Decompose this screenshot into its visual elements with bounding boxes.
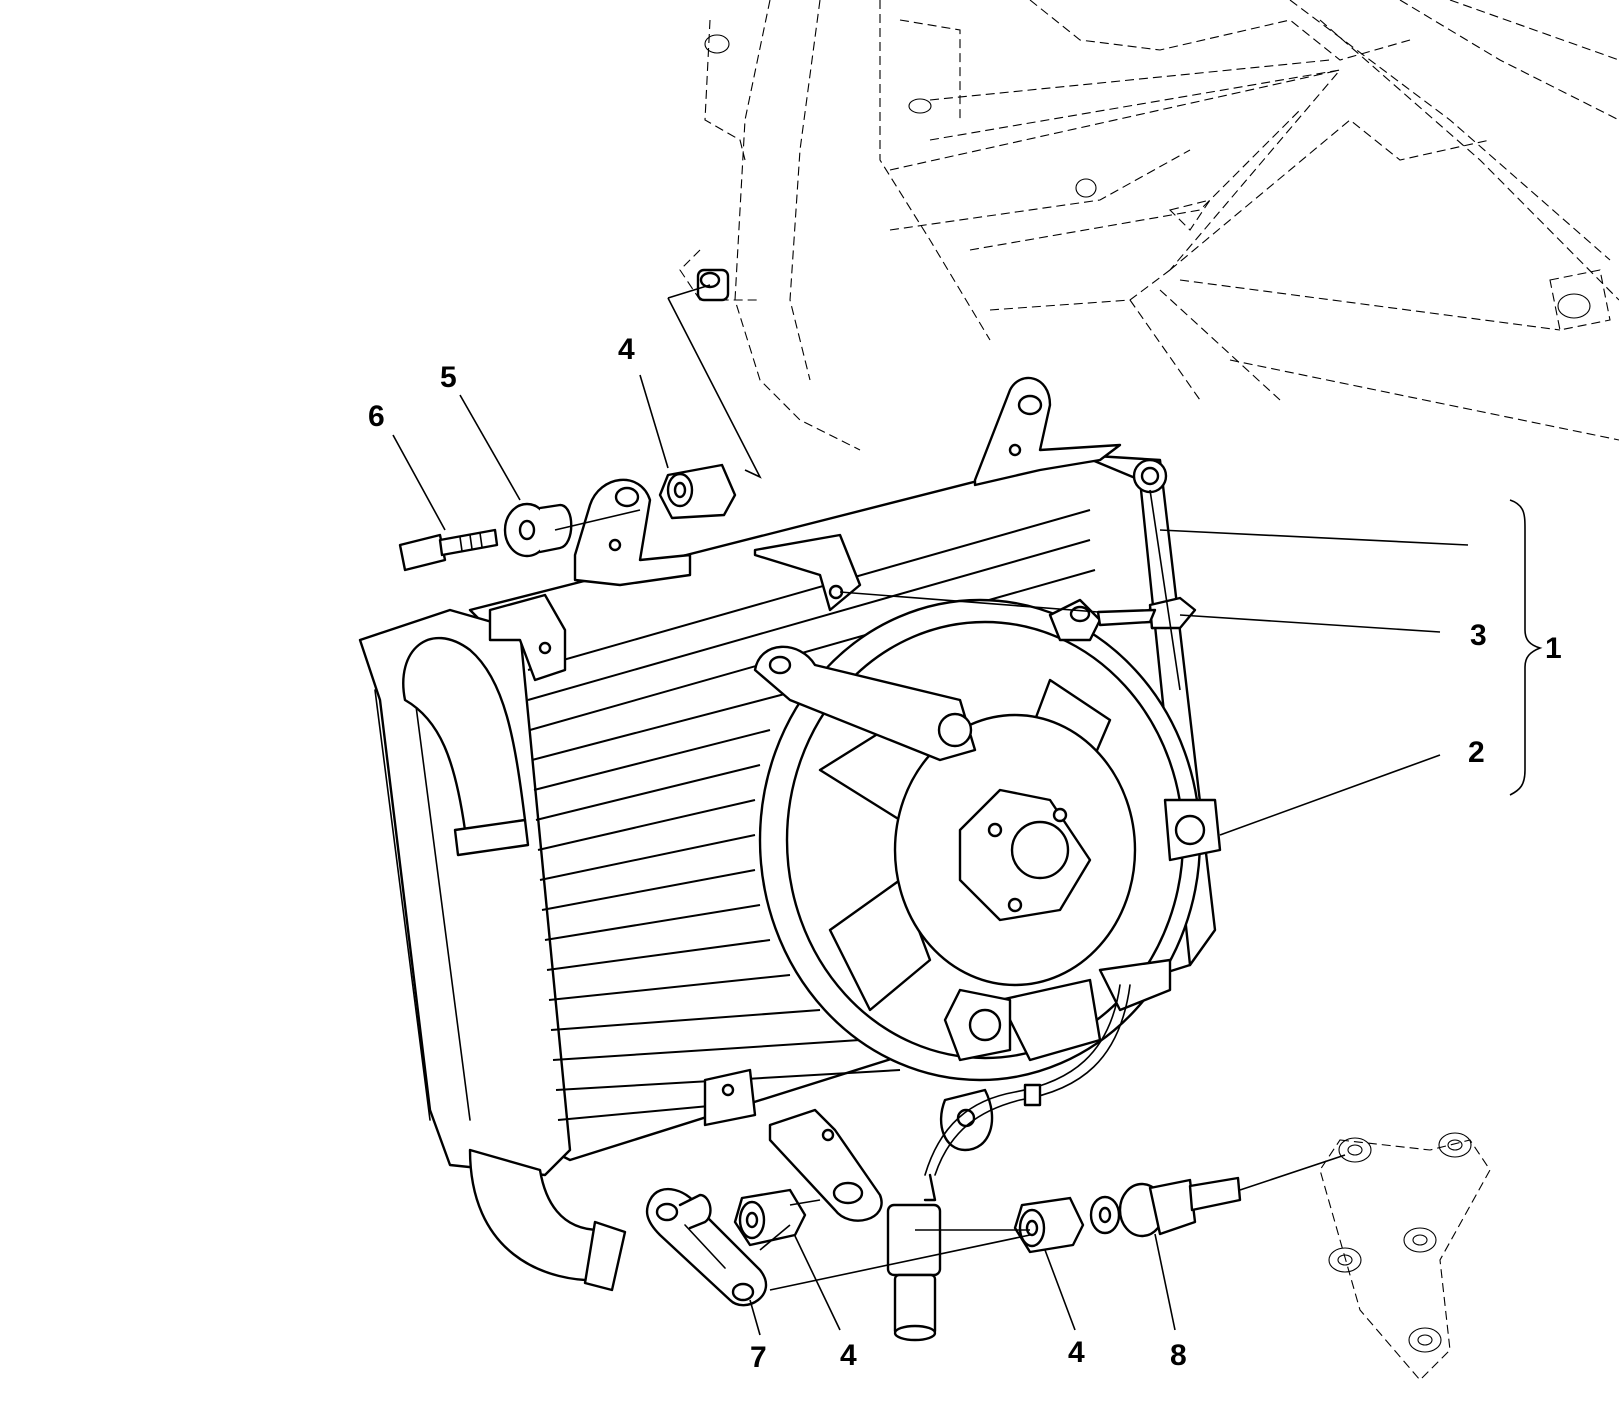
callout-6: 6 xyxy=(368,400,385,433)
rubber-grommet-4-lower-left xyxy=(733,1188,807,1247)
shoulder-bolt-8 xyxy=(1089,1176,1242,1238)
spacer-washer-5 xyxy=(503,502,573,558)
callout-labels: 1 2 3 4 4 4 5 6 7 8 xyxy=(368,333,1562,1374)
cooling-fan xyxy=(753,598,1222,1342)
callout-1: 1 xyxy=(1545,632,1562,665)
callout-7: 7 xyxy=(750,1341,767,1374)
callout-5: 5 xyxy=(440,361,457,394)
rubber-grommet-4-lower-right xyxy=(1013,1196,1085,1254)
callout-3: 3 xyxy=(1470,619,1487,652)
callout-8: 8 xyxy=(1170,1339,1187,1372)
bolt-3 xyxy=(1096,596,1197,630)
callout-4-lower-left: 4 xyxy=(840,1339,857,1372)
radiator-fins xyxy=(527,509,1096,1121)
callout-4-top: 4 xyxy=(618,333,635,366)
leader-lines xyxy=(392,284,1543,1336)
motorcycle-frame-outline xyxy=(679,0,1619,451)
rubber-grommet-4-top xyxy=(658,463,737,520)
callout-2: 2 xyxy=(1468,736,1485,769)
lower-frame-bracket xyxy=(1319,1132,1491,1381)
link-plate-7 xyxy=(645,1188,768,1307)
callout-4-lower-right: 4 xyxy=(1068,1336,1085,1369)
bolt-6 xyxy=(398,528,499,572)
frame-mounting-grommet xyxy=(696,268,730,302)
